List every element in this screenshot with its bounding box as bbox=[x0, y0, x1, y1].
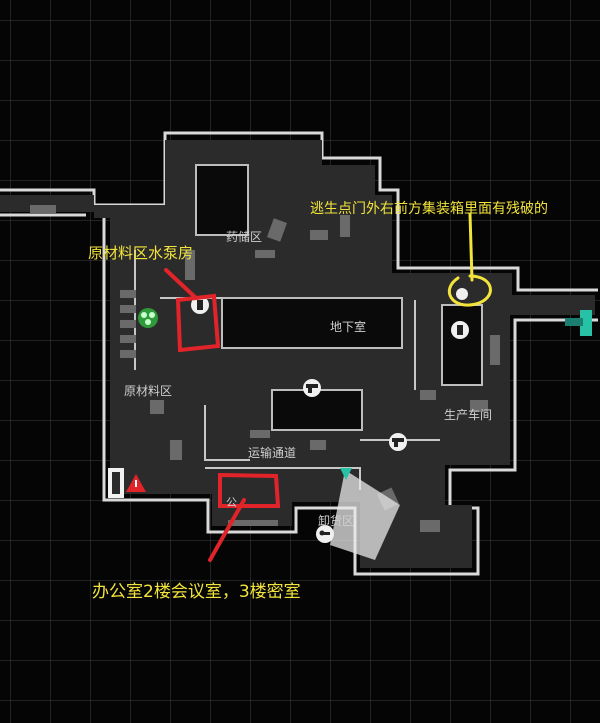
pump-room-circle bbox=[175, 293, 221, 353]
biohazard-icon[interactable] bbox=[138, 308, 158, 328]
stand-icon-2[interactable] bbox=[451, 321, 469, 339]
flashlight-cone bbox=[330, 470, 400, 560]
annotation-escape-note: 逃生点门外右前方集装箱里面有残破的 bbox=[310, 201, 548, 217]
red-annotations bbox=[164, 268, 281, 562]
room-label-production-workshop: 生产车间 bbox=[444, 408, 493, 422]
room-label-pharmacy-storage: 药储区 bbox=[226, 230, 263, 244]
warning-icon[interactable] bbox=[126, 474, 146, 492]
room-label-basement: 地下室 bbox=[330, 320, 367, 334]
annotation-office-note: 办公室2楼会议室，3楼密室 bbox=[92, 582, 301, 602]
container-circle bbox=[447, 274, 492, 307]
office-circle bbox=[218, 472, 281, 508]
annotation-pump-room: 原材料区水泵房 bbox=[88, 244, 194, 262]
exit-right-door[interactable] bbox=[565, 310, 592, 336]
gun-icon-2[interactable] bbox=[389, 433, 407, 451]
stand-icon[interactable] bbox=[191, 296, 209, 314]
exit-left-door[interactable] bbox=[108, 468, 124, 498]
player-marker bbox=[340, 468, 352, 480]
room-label-office: 公 bbox=[226, 496, 237, 509]
small-icon[interactable] bbox=[456, 288, 468, 300]
pump-room-pointer bbox=[164, 268, 198, 300]
room-label-raw-material-area: 原材料区 bbox=[124, 384, 173, 398]
yellow-annotations bbox=[447, 212, 492, 307]
workshop-room bbox=[441, 304, 483, 386]
interior-rooms bbox=[195, 164, 483, 431]
dark-room-center bbox=[271, 389, 363, 431]
key-icon[interactable] bbox=[316, 525, 334, 543]
crates bbox=[30, 205, 500, 532]
room-label-unloading-area: 卸货区 bbox=[318, 514, 355, 528]
basement-room bbox=[221, 297, 403, 349]
dark-room-north bbox=[195, 164, 249, 236]
gun-icon[interactable] bbox=[303, 379, 321, 397]
office-pointer bbox=[208, 498, 246, 562]
escape-pointer bbox=[468, 212, 474, 282]
room-label-transport-corridor: 运输通道 bbox=[248, 446, 297, 460]
